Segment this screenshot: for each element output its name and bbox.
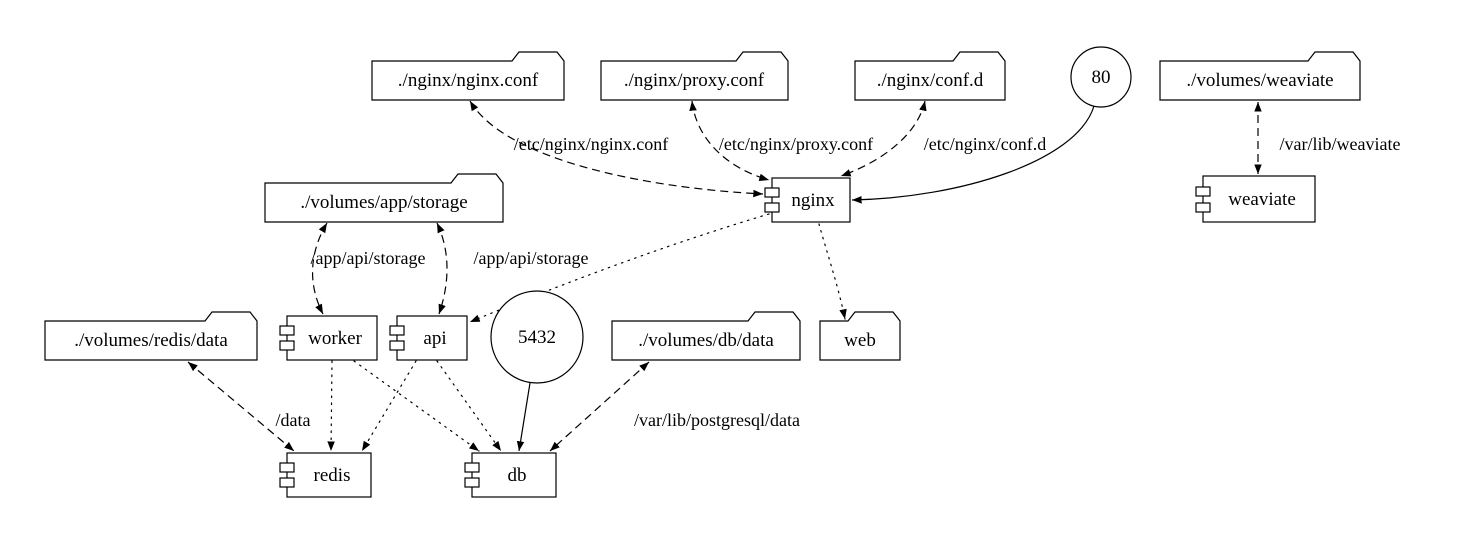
- node-label: redis: [314, 465, 351, 486]
- edge-label-etc-nginx-conf-d: /etc/nginx/conf.d: [924, 134, 1046, 154]
- edge-redis-to-redis-data-volume: [187, 361, 295, 452]
- node-volume-proxy-conf: ./nginx/proxy.conf: [600, 51, 789, 101]
- edge-label-app-api-storage-api: /app/api/storage: [474, 248, 589, 268]
- component-icon: [771, 177, 851, 223]
- folder-icon: [600, 51, 789, 101]
- edge-label-var-lib-postgresql-data: /var/lib/postgresql/data: [634, 410, 800, 430]
- node-volume-redis-data: ./volumes/redis/data: [44, 311, 258, 361]
- node-label: ./volumes/db/data: [638, 330, 774, 351]
- edge-label-etc-nginx-proxy-conf: /etc/nginx/proxy.conf: [719, 134, 873, 154]
- node-web: web: [819, 311, 901, 361]
- node-label: api: [423, 328, 446, 349]
- component-icon: [286, 452, 372, 498]
- edge-worker-to-app-storage-volume: [312, 222, 328, 315]
- node-label: ./nginx/proxy.conf: [624, 70, 765, 91]
- folder-icon: [371, 51, 565, 101]
- node-label: ./volumes/weaviate: [1186, 70, 1333, 91]
- node-label: web: [844, 330, 876, 351]
- node-volume-nginx-conf: ./nginx/nginx.conf: [371, 51, 565, 101]
- edge-worker-to-redis: [327, 360, 335, 452]
- node-label: db: [508, 465, 527, 486]
- edge-worker-to-db: [353, 360, 480, 452]
- edge-db-to-db-data-volume: [549, 361, 650, 452]
- edge-label-etc-nginx-nginx-conf: /etc/nginx/nginx.conf: [514, 134, 668, 154]
- edge-label-app-api-storage-worker: /app/api/storage: [311, 248, 426, 268]
- folder-icon: [854, 51, 1006, 101]
- node-volume-app-storage: ./volumes/app/storage: [264, 173, 504, 223]
- port-circle-icon: [490, 290, 584, 384]
- node-label: nginx: [791, 190, 835, 211]
- node-volume-conf-d: ./nginx/conf.d: [854, 51, 1006, 101]
- node-service-db: db: [464, 452, 557, 498]
- node-volume-weaviate: ./volumes/weaviate: [1159, 51, 1361, 101]
- node-label: weaviate: [1228, 189, 1296, 210]
- node-label: 80: [1092, 67, 1111, 88]
- edge-api-to-redis: [361, 360, 417, 452]
- folder-icon: [1159, 51, 1361, 101]
- folder-icon: [44, 311, 258, 361]
- node-label: 5432: [518, 327, 556, 348]
- node-label: ./volumes/app/storage: [300, 192, 467, 213]
- folder-icon: [819, 311, 901, 361]
- edge-nginx-to-proxy-conf-volume: [689, 100, 770, 182]
- node-service-weaviate: weaviate: [1195, 175, 1316, 223]
- node-label: worker: [308, 328, 362, 349]
- edge-port-5432-to-db: [516, 382, 531, 452]
- edge-nginx-to-web: [818, 223, 847, 320]
- edge-labels: /etc/nginx/nginx.conf /etc/nginx/proxy.c…: [276, 134, 1401, 430]
- node-port-5432: 5432: [490, 290, 584, 384]
- folder-icon: [264, 173, 504, 223]
- edge-nginx-to-nginx-conf-volume: [469, 100, 764, 198]
- folder-icon: [611, 311, 801, 361]
- edge-api-to-app-storage-volume: [436, 222, 448, 315]
- edges: [187, 100, 1262, 452]
- component-icon: [286, 315, 378, 361]
- edge-label-var-lib-weaviate: /var/lib/weaviate: [1280, 134, 1401, 154]
- edge-nginx-to-conf-d-volume: [840, 100, 927, 177]
- node-volume-db-data: ./volumes/db/data: [611, 311, 801, 361]
- node-service-worker: worker: [279, 315, 378, 361]
- edge-port-80-to-nginx: [851, 105, 1095, 204]
- node-port-80: 80: [1070, 46, 1132, 108]
- component-icon: [1202, 175, 1316, 223]
- node-label: ./nginx/conf.d: [877, 70, 984, 91]
- node-label: ./volumes/redis/data: [74, 330, 228, 351]
- port-circle-icon: [1070, 46, 1132, 108]
- edge-api-to-db: [436, 360, 502, 452]
- nodes: ./nginx/nginx.conf ./nginx/proxy.conf ./…: [44, 46, 1361, 498]
- node-label: ./nginx/nginx.conf: [398, 70, 539, 91]
- edge-label-data: /data: [276, 410, 311, 430]
- node-service-api: api: [389, 315, 468, 361]
- node-service-redis: redis: [279, 452, 372, 498]
- component-icon: [396, 315, 468, 361]
- node-service-nginx: nginx: [764, 177, 851, 223]
- component-icon: [471, 452, 557, 498]
